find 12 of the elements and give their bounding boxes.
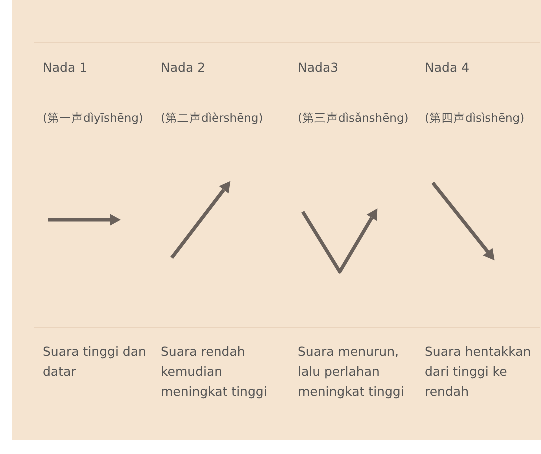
description-text: Suara hentakkan dari tinggi ke rendah (425, 343, 532, 401)
description-text: Suara tinggi dan datar (43, 343, 148, 381)
pinyin-label: (第四声dìsìshēng) (425, 110, 526, 127)
pinyin-label: (第二声dìèrshēng) (161, 110, 264, 127)
column-header: Nada 1 (43, 59, 89, 77)
column-header: Nada3 (298, 59, 340, 77)
pinyin-label: (第三声dìsǎnshēng) (298, 110, 410, 127)
pinyin-label: (第一声dìyīshēng) (43, 110, 144, 127)
column-header: Nada 2 (161, 59, 207, 77)
description-text: Suara menurun, lalu perlahan meningkat tinggi (298, 343, 406, 401)
description-text: Suara rendah kemudian meningkat tinggi (161, 343, 268, 401)
column-header: Nada 4 (425, 59, 471, 77)
